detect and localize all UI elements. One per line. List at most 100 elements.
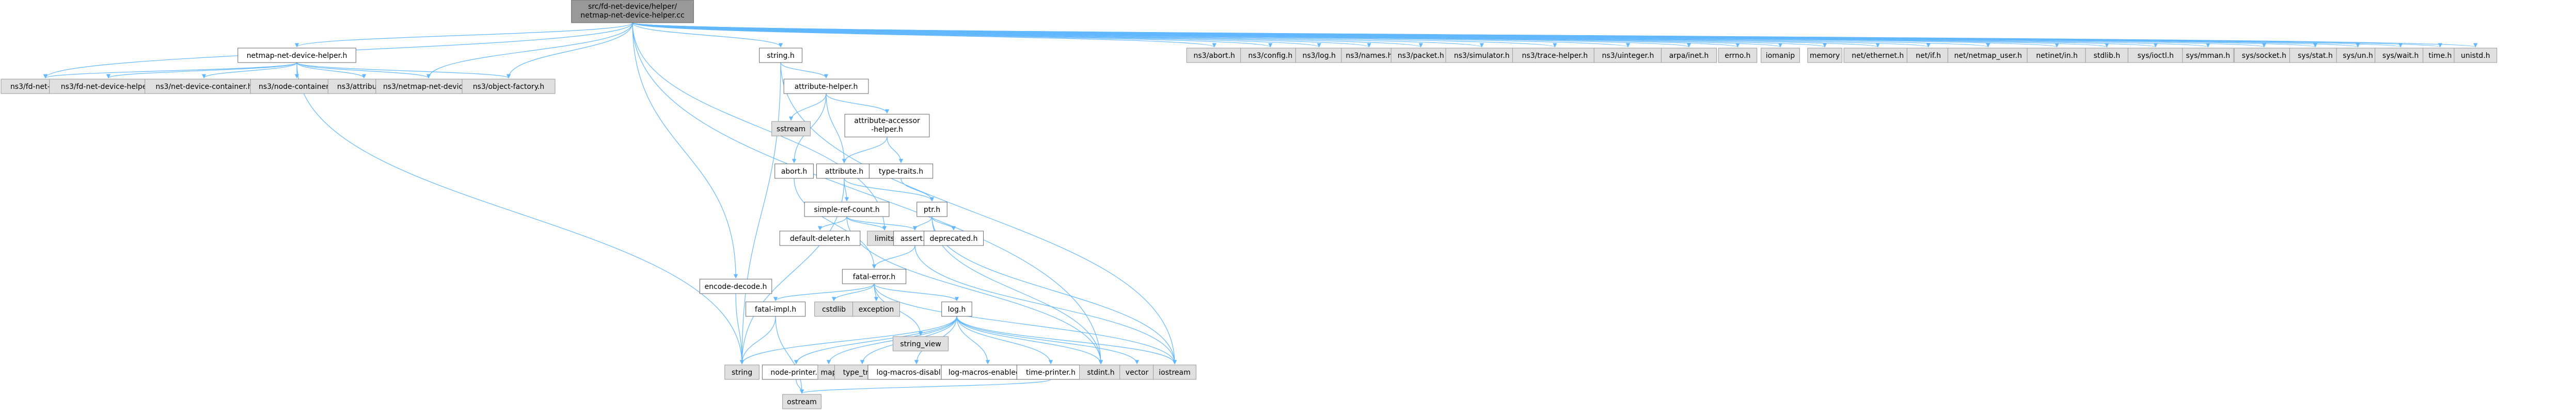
node-string: string [724,364,760,380]
edge-attribute_h-to-simple_ref [844,178,849,202]
edge-simple_ref-to-default_deleter [817,216,847,231]
node-sys-un: sys/un.h [2336,48,2380,63]
node-label: log.h [948,305,966,314]
node-fatal-error[interactable]: fatal-error.h [842,269,907,284]
node-root[interactable]: src/fd-net-device/helper/netmap-net-devi… [571,0,694,23]
edge-fatal_impl-to-ostream [775,316,804,394]
node-abort-h[interactable]: abort.h [775,163,814,179]
node-memory: memory [1807,48,1842,63]
node-label: string_view [900,340,941,348]
node-nmhelper-h[interactable]: netmap-net-device-helper.h [238,48,356,63]
node-label: string.h [767,52,795,60]
node-label: net/ethernet.h [1852,52,1904,60]
node-label: cstdlib [822,305,846,314]
node-label: exception [859,305,894,314]
node-label: src/fd-net-device/helper/ [588,3,677,11]
node-encode-decode[interactable]: encode-decode.h [699,279,772,294]
node-time-h: time.h [2423,48,2458,63]
node-label: sys/un.h [2343,52,2373,60]
node-label: ns3/log.h [1302,52,1335,60]
node-label: string [732,369,752,377]
node-stdlib: stdlib.h [2085,48,2129,63]
node-abort-r: ns3/abort.h [1186,48,1242,63]
node-time-printer[interactable]: time-printer.h [1016,364,1085,380]
edge-root-to-unistd [632,22,2477,48]
edge-root-to-stdint [632,22,1103,364]
node-simulator-r: ns3/simulator.h [1445,48,1519,63]
node-label: limits [875,235,894,243]
node-errno: errno.h [1718,48,1758,63]
node-uinteger-r: ns3/uinteger.h [1593,48,1663,63]
node-objfactory-r: ns3/object-factory.h [462,79,556,94]
node-label: time.h [2428,52,2452,60]
node-label: simple-ref-count.h [814,206,879,214]
edge-root-to-objfactory_r [506,22,633,79]
edge-fatal_error-to-log_h [874,283,959,301]
edge-root-to-nmhelper_h [295,22,633,48]
node-arpa-inet: arpa/inet.h [1661,48,1717,63]
edge-attr_acc_helper-to-attribute_h [842,136,888,163]
node-simple-ref[interactable]: simple-ref-count.h [804,202,890,217]
edge-fatal_impl-to-string [739,316,776,364]
node-label: map [820,369,836,377]
node-label: assert.h [900,235,929,243]
node-trace-helper-r: ns3/trace-helper.h [1512,48,1598,63]
node-string-h[interactable]: string.h [759,48,802,63]
node-label: netinet/in.h [2036,52,2078,60]
node-cstdlib: cstdlib [814,301,854,317]
node-label: ns3/node-container.h [259,83,335,91]
edge-root-to-encode_decode [632,22,738,279]
edge-string_h-to-iostream [780,62,1177,364]
node-attribute-h[interactable]: attribute.h [816,163,873,179]
node-attr-acc-helper[interactable]: attribute-accessor-helper.h [844,114,930,137]
node-stdint: stdint.h [1079,364,1123,380]
edge-nmhelper_h-to-fd_ndh_r [106,62,297,79]
node-label: deprecated.h [929,235,977,243]
edge-root-to-limits [632,22,887,231]
node-label: iostream [1159,369,1191,377]
edge-attr_helper-to-attribute_h [826,93,847,163]
node-net-ethernet: net/ethernet.h [1843,48,1912,63]
node-unistd: unistd.h [2454,48,2498,63]
edge-string_h-to-string [739,62,781,364]
dependency-nodes: src/fd-net-device/helper/netmap-net-devi… [1,0,2498,409]
node-label: type-traits.h [879,167,923,176]
node-ostream: ostream [782,394,821,409]
node-label: default-deleter.h [790,235,850,243]
node-label: sys/ioctl.h [2138,52,2174,60]
node-ptr-h[interactable]: ptr.h [916,202,947,217]
node-fatal-impl[interactable]: fatal-impl.h [745,301,806,317]
edge-log_h-to-stdint [956,316,1103,364]
node-label: netmap-net-device-helper.h [247,52,347,60]
edge-attr_helper-to-sstream [788,93,827,121]
node-default-deleter[interactable]: default-deleter.h [779,231,861,246]
node-label: memory [1810,52,1840,60]
node-label: fatal-error.h [853,273,895,281]
node-vector: vector [1119,364,1155,380]
edge-assert_h-to-fatal_error [872,245,915,269]
node-attr-helper[interactable]: attribute-helper.h [783,79,869,94]
node-label: ns3/object-factory.h [473,83,545,91]
node-deprecated-h[interactable]: deprecated.h [923,231,984,246]
edge-attr_helper-to-attr_acc_helper [826,93,890,114]
node-label: sys/wait.h [2382,52,2419,60]
node-label: log-macros-disabled.h [877,369,957,377]
edge-simple_ref-to-assert_h [846,216,918,231]
node-exception: exception [852,301,900,317]
node-label: encode-decode.h [705,283,767,291]
edge-type_traits_h-to-ptr_h [900,178,935,202]
node-label: stdint.h [1087,369,1114,377]
node-label: ns3/config.h [1248,52,1292,60]
node-label: arpa/inet.h [1669,52,1709,60]
edge-ptr_h-to-deprecated_h [931,216,956,231]
node-names-r: ns3/names.h [1341,48,1397,63]
edge-ptr_h-to-assert_h [912,216,933,231]
edge-log_h-to-iostream [956,316,1177,364]
node-type-traits-h[interactable]: type-traits.h [868,163,934,179]
dependency-edges [43,22,2477,394]
node-string-view: string_view [892,336,949,351]
node-label: attribute.h [825,167,863,176]
node-log-h[interactable]: log.h [941,301,972,317]
edge-nmhelper_h-to-objfactory_r [296,62,511,79]
edge-attribute_h-to-ptr_h [844,178,935,202]
